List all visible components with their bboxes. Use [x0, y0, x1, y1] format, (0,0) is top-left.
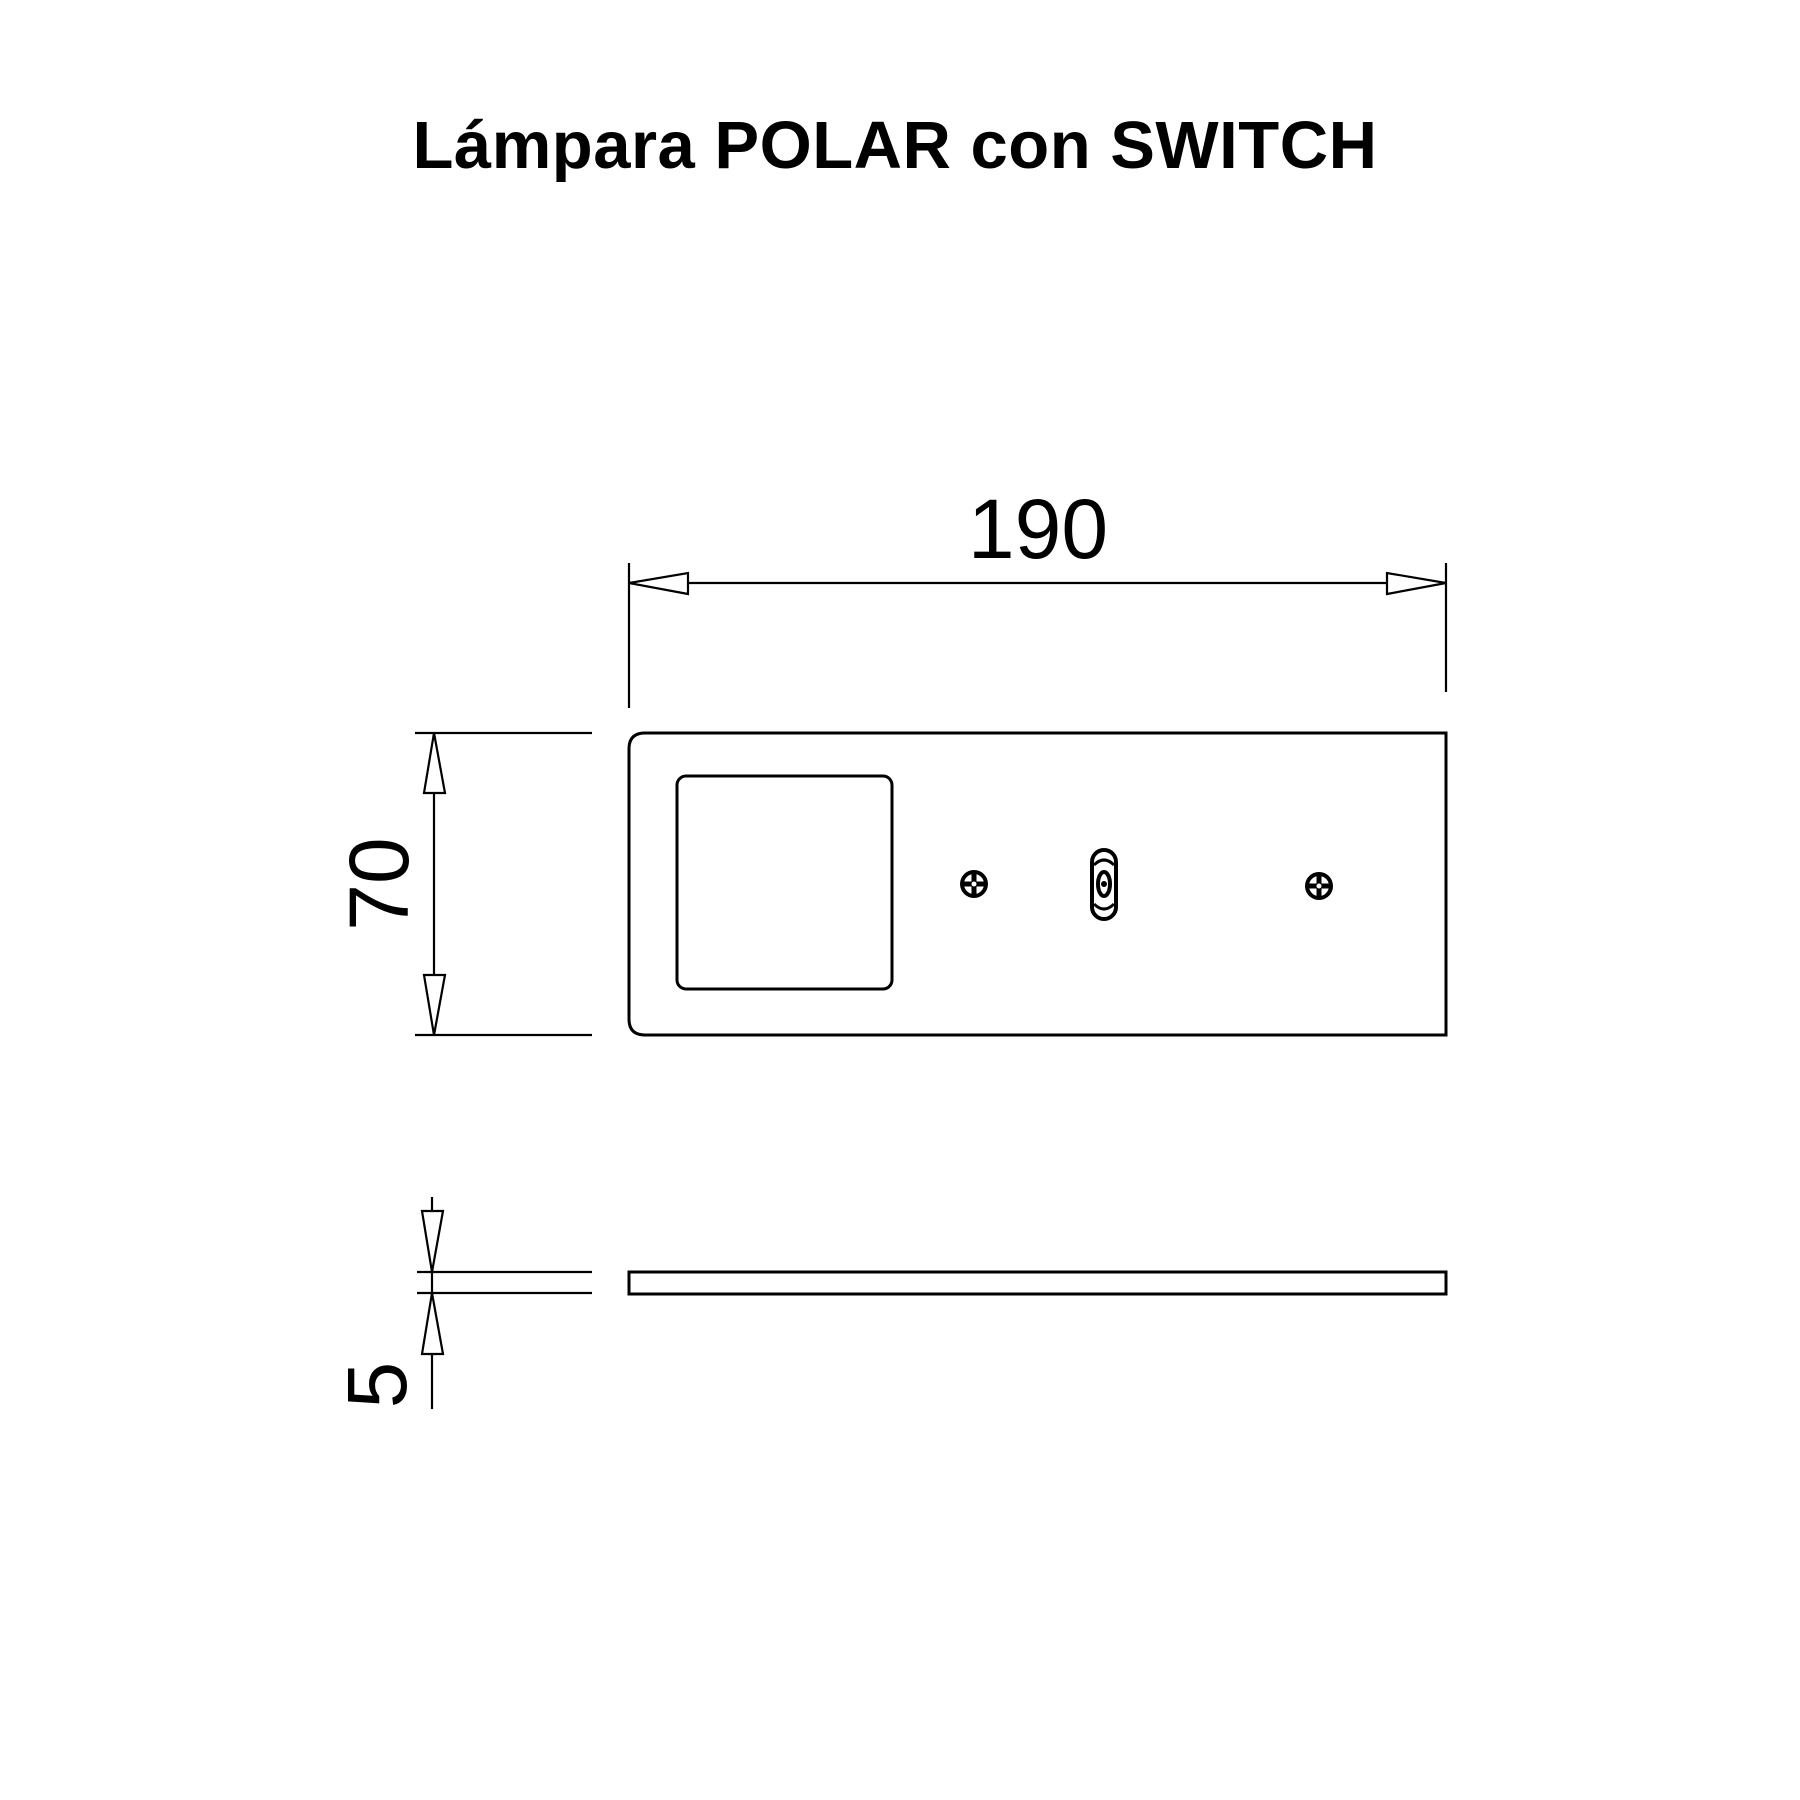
screw-right-icon: [1305, 872, 1333, 900]
drawing-title: Lámpara POLAR con SWITCH: [412, 108, 1378, 183]
arrowhead-left-icon: [628, 571, 690, 596]
light-panel: [675, 774, 894, 991]
arrowhead-up-icon: [420, 1292, 445, 1356]
width-dimension: [415, 731, 592, 1037]
screw-left-icon: [960, 870, 988, 898]
top-view: [627, 731, 1448, 1037]
length-value: 190: [968, 482, 1108, 576]
length-dimension: [627, 563, 1448, 708]
thickness-value: 5: [330, 1362, 424, 1409]
arrowhead-right-icon: [1385, 571, 1447, 596]
width-value: 70: [332, 837, 426, 930]
arrowhead-down-icon: [420, 1209, 445, 1273]
side-view: [627, 1270, 1448, 1296]
arrowhead-up-icon: [422, 732, 447, 795]
plate-outline: [627, 731, 1448, 1037]
arrowhead-down-icon: [422, 973, 447, 1036]
slide-switch-icon: [1090, 848, 1118, 921]
thickness-dimension: [417, 1197, 592, 1409]
